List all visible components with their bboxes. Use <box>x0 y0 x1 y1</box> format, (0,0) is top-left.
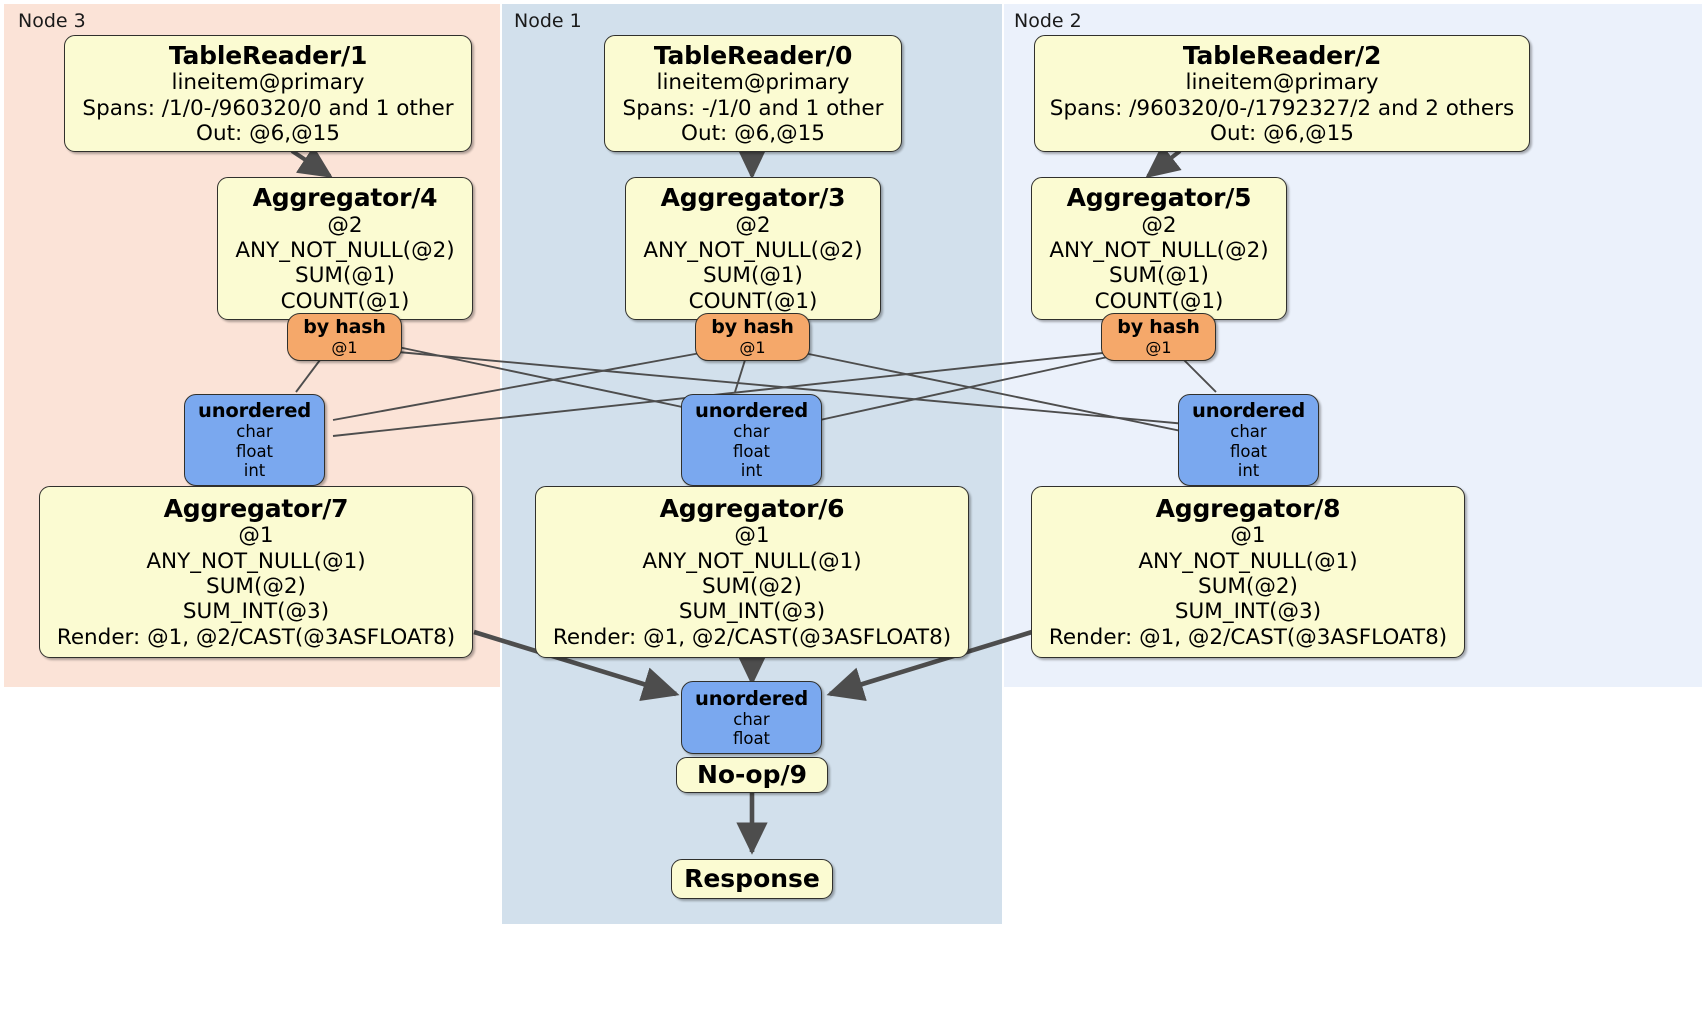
synchronizer-title: unordered <box>198 399 311 423</box>
router-title: by hash <box>303 316 386 339</box>
node-detail: ANY_NOT_NULL(@1) <box>146 548 366 574</box>
processor-tablereader-1[interactable]: TableReader/1 lineitem@primary Spans: /1… <box>64 35 472 152</box>
node-detail: SUM(@1) <box>295 263 395 289</box>
node-detail: ANY_NOT_NULL(@1) <box>1138 548 1358 574</box>
processor-tablereader-0[interactable]: TableReader/0 lineitem@primary Spans: -/… <box>604 35 902 152</box>
node-detail: lineitem@primary <box>656 70 850 96</box>
router-by-hash-center[interactable]: by hash @1 <box>695 313 810 361</box>
processor-response[interactable]: Response <box>671 859 833 899</box>
router-title: by hash <box>1117 316 1200 339</box>
processor-aggregator-6[interactable]: Aggregator/6 @1 ANY_NOT_NULL(@1) SUM(@2)… <box>535 486 969 658</box>
synchronizer-unordered-final[interactable]: unordered char float <box>681 681 822 754</box>
synchronizer-type: float <box>732 441 771 461</box>
synchronizer-unordered-right[interactable]: unordered char float int <box>1178 394 1319 486</box>
node-detail: SUM(@1) <box>703 263 803 289</box>
router-title: by hash <box>711 316 794 339</box>
node-detail: ANY_NOT_NULL(@2) <box>1049 237 1269 263</box>
processor-aggregator-3[interactable]: Aggregator/3 @2 ANY_NOT_NULL(@2) SUM(@1)… <box>625 177 881 320</box>
node-detail: Spans: /1/0-/960320/0 and 1 other <box>82 95 454 121</box>
node-panel-label-node2: Node 2 <box>1014 10 1082 32</box>
synchronizer-title: unordered <box>1192 399 1305 423</box>
processor-no-op-9[interactable]: No-op/9 <box>676 757 828 793</box>
node-detail: Spans: /960320/0-/1792327/2 and 2 others <box>1049 95 1515 121</box>
node-title: Response <box>684 864 820 894</box>
node-detail: SUM(@2) <box>1198 574 1298 600</box>
node-detail: Out: @6,@15 <box>196 120 340 146</box>
node-detail: Render: @1, @2/CAST(@3ASFLOAT8) <box>56 624 456 650</box>
node-detail: @2 <box>1141 212 1177 238</box>
node-detail: Spans: -/1/0 and 1 other <box>622 95 884 121</box>
node-detail: Render: @1, @2/CAST(@3ASFLOAT8) <box>1048 624 1448 650</box>
node-title: Aggregator/6 <box>659 493 845 523</box>
node-detail: Render: @1, @2/CAST(@3ASFLOAT8) <box>552 624 952 650</box>
router-detail: @1 <box>331 337 358 357</box>
synchronizer-title: unordered <box>695 686 808 710</box>
router-by-hash-left[interactable]: by hash @1 <box>287 313 402 361</box>
node-title: Aggregator/5 <box>1066 183 1252 213</box>
node-detail: @1 <box>238 523 274 549</box>
node-detail: Out: @6,@15 <box>1210 120 1354 146</box>
node-detail: SUM(@2) <box>702 574 802 600</box>
node-detail: @2 <box>327 212 363 238</box>
node-detail: SUM(@1) <box>1109 263 1209 289</box>
synchronizer-type: float <box>1229 441 1268 461</box>
node-detail: COUNT(@1) <box>688 288 818 314</box>
synchronizer-type: char <box>733 422 770 442</box>
synchronizer-unordered-left[interactable]: unordered char float int <box>184 394 325 486</box>
processor-aggregator-4[interactable]: Aggregator/4 @2 ANY_NOT_NULL(@2) SUM(@1)… <box>217 177 473 320</box>
synchronizer-type: char <box>236 422 273 442</box>
node-detail: COUNT(@1) <box>1094 288 1224 314</box>
node-panel-label-node1: Node 1 <box>514 10 582 32</box>
synchronizer-type: int <box>243 461 266 481</box>
node-title: Aggregator/8 <box>1155 493 1341 523</box>
node-detail: ANY_NOT_NULL(@2) <box>235 237 455 263</box>
processor-aggregator-8[interactable]: Aggregator/8 @1 ANY_NOT_NULL(@1) SUM(@2)… <box>1031 486 1465 658</box>
synchronizer-title: unordered <box>695 399 808 423</box>
node-detail: SUM_INT(@3) <box>182 599 330 625</box>
synchronizer-type: char <box>733 709 770 729</box>
node-detail: @2 <box>735 212 771 238</box>
node-detail: ANY_NOT_NULL(@2) <box>643 237 863 263</box>
node-detail: @1 <box>1230 523 1266 549</box>
synchronizer-type: float <box>235 441 274 461</box>
synchronizer-type: int <box>1237 461 1260 481</box>
node-title: Aggregator/3 <box>660 183 846 213</box>
node-title: TableReader/1 <box>168 40 368 70</box>
node-detail: SUM(@2) <box>206 574 306 600</box>
node-title: Aggregator/4 <box>252 183 438 213</box>
processor-tablereader-2[interactable]: TableReader/2 lineitem@primary Spans: /9… <box>1034 35 1530 152</box>
node-detail: COUNT(@1) <box>280 288 410 314</box>
synchronizer-type: float <box>732 729 771 748</box>
router-detail: @1 <box>1145 337 1172 357</box>
node-detail: @1 <box>734 523 770 549</box>
node-panel-label-node3: Node 3 <box>18 10 86 32</box>
node-detail: SUM_INT(@3) <box>1174 599 1322 625</box>
synchronizer-unordered-center[interactable]: unordered char float int <box>681 394 822 486</box>
processor-aggregator-7[interactable]: Aggregator/7 @1 ANY_NOT_NULL(@1) SUM(@2)… <box>39 486 473 658</box>
node-title: TableReader/2 <box>1182 40 1382 70</box>
synchronizer-type: char <box>1230 422 1267 442</box>
router-detail: @1 <box>739 337 766 357</box>
node-title: TableReader/0 <box>653 40 853 70</box>
node-detail: lineitem@primary <box>171 70 365 96</box>
node-detail: SUM_INT(@3) <box>678 599 826 625</box>
node-detail: ANY_NOT_NULL(@1) <box>642 548 862 574</box>
node-title: Aggregator/7 <box>163 493 349 523</box>
router-by-hash-right[interactable]: by hash @1 <box>1101 313 1216 361</box>
node-detail: Out: @6,@15 <box>681 120 825 146</box>
node-title: No-op/9 <box>696 760 808 790</box>
processor-aggregator-5[interactable]: Aggregator/5 @2 ANY_NOT_NULL(@2) SUM(@1)… <box>1031 177 1287 320</box>
synchronizer-type: int <box>740 461 763 481</box>
node-detail: lineitem@primary <box>1185 70 1379 96</box>
